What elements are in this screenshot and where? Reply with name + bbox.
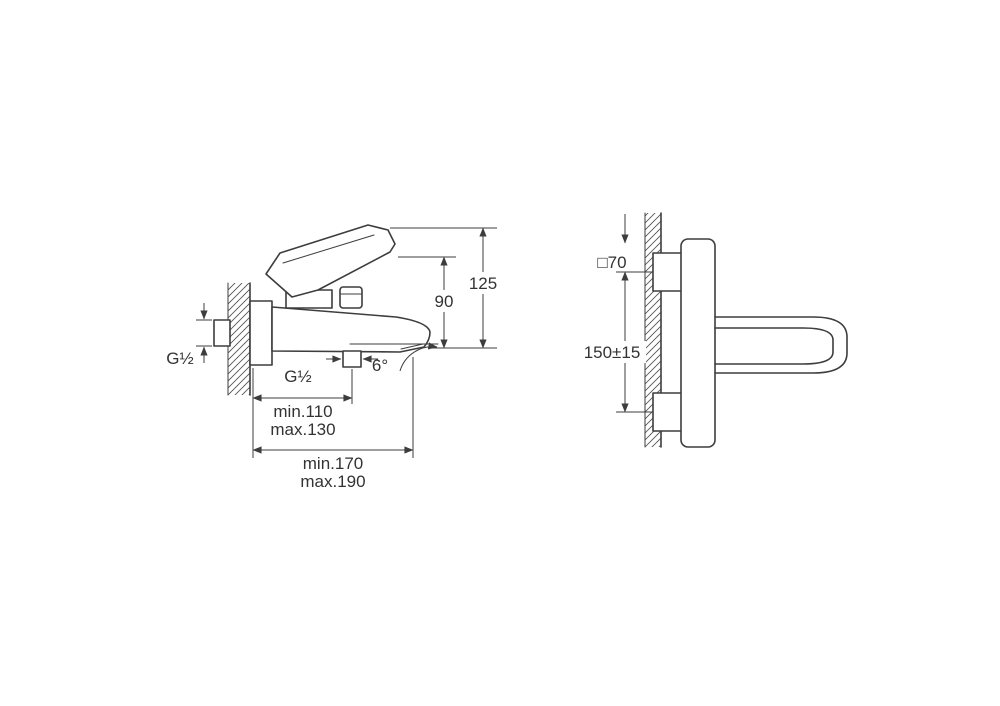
depth-max-label: max.130 [270,420,335,439]
spout-front [714,316,848,374]
reach-min-label: min.170 [303,454,363,473]
angle-arc [399,342,438,372]
spout-aerator-line [400,343,424,350]
inlet-pipe-stub [213,319,231,347]
dim-125-label: 125 [469,274,497,293]
diverter-knob [339,286,363,309]
lever-front [714,327,834,365]
spout-angle-label: 6° [372,356,388,375]
reach-max-label: max.190 [300,472,365,491]
connection-spacing-label: 150±15 [584,343,641,362]
escutcheon-size-label: □70 [597,253,626,272]
label-halo-90 [429,290,459,312]
lever-handle-edge-line [282,234,375,264]
label-halo-125 [462,272,504,294]
wall-hatch [228,283,250,395]
shower-outlet-stub [342,350,362,368]
side-view: G½ G½ 6° 90 125 m [166,224,504,491]
outlet-thread-label: G½ [284,367,311,386]
depth-min-label: min.110 [273,402,332,421]
label-halo-spacing [578,341,646,363]
spout-body [271,306,431,353]
dim-90-label: 90 [435,292,454,311]
wall-flange [249,300,273,366]
body-plate [680,238,716,448]
front-view: □70 150±15 [578,212,848,448]
lever-handle [265,224,396,298]
inlet-thread-label: G½ [166,349,193,368]
